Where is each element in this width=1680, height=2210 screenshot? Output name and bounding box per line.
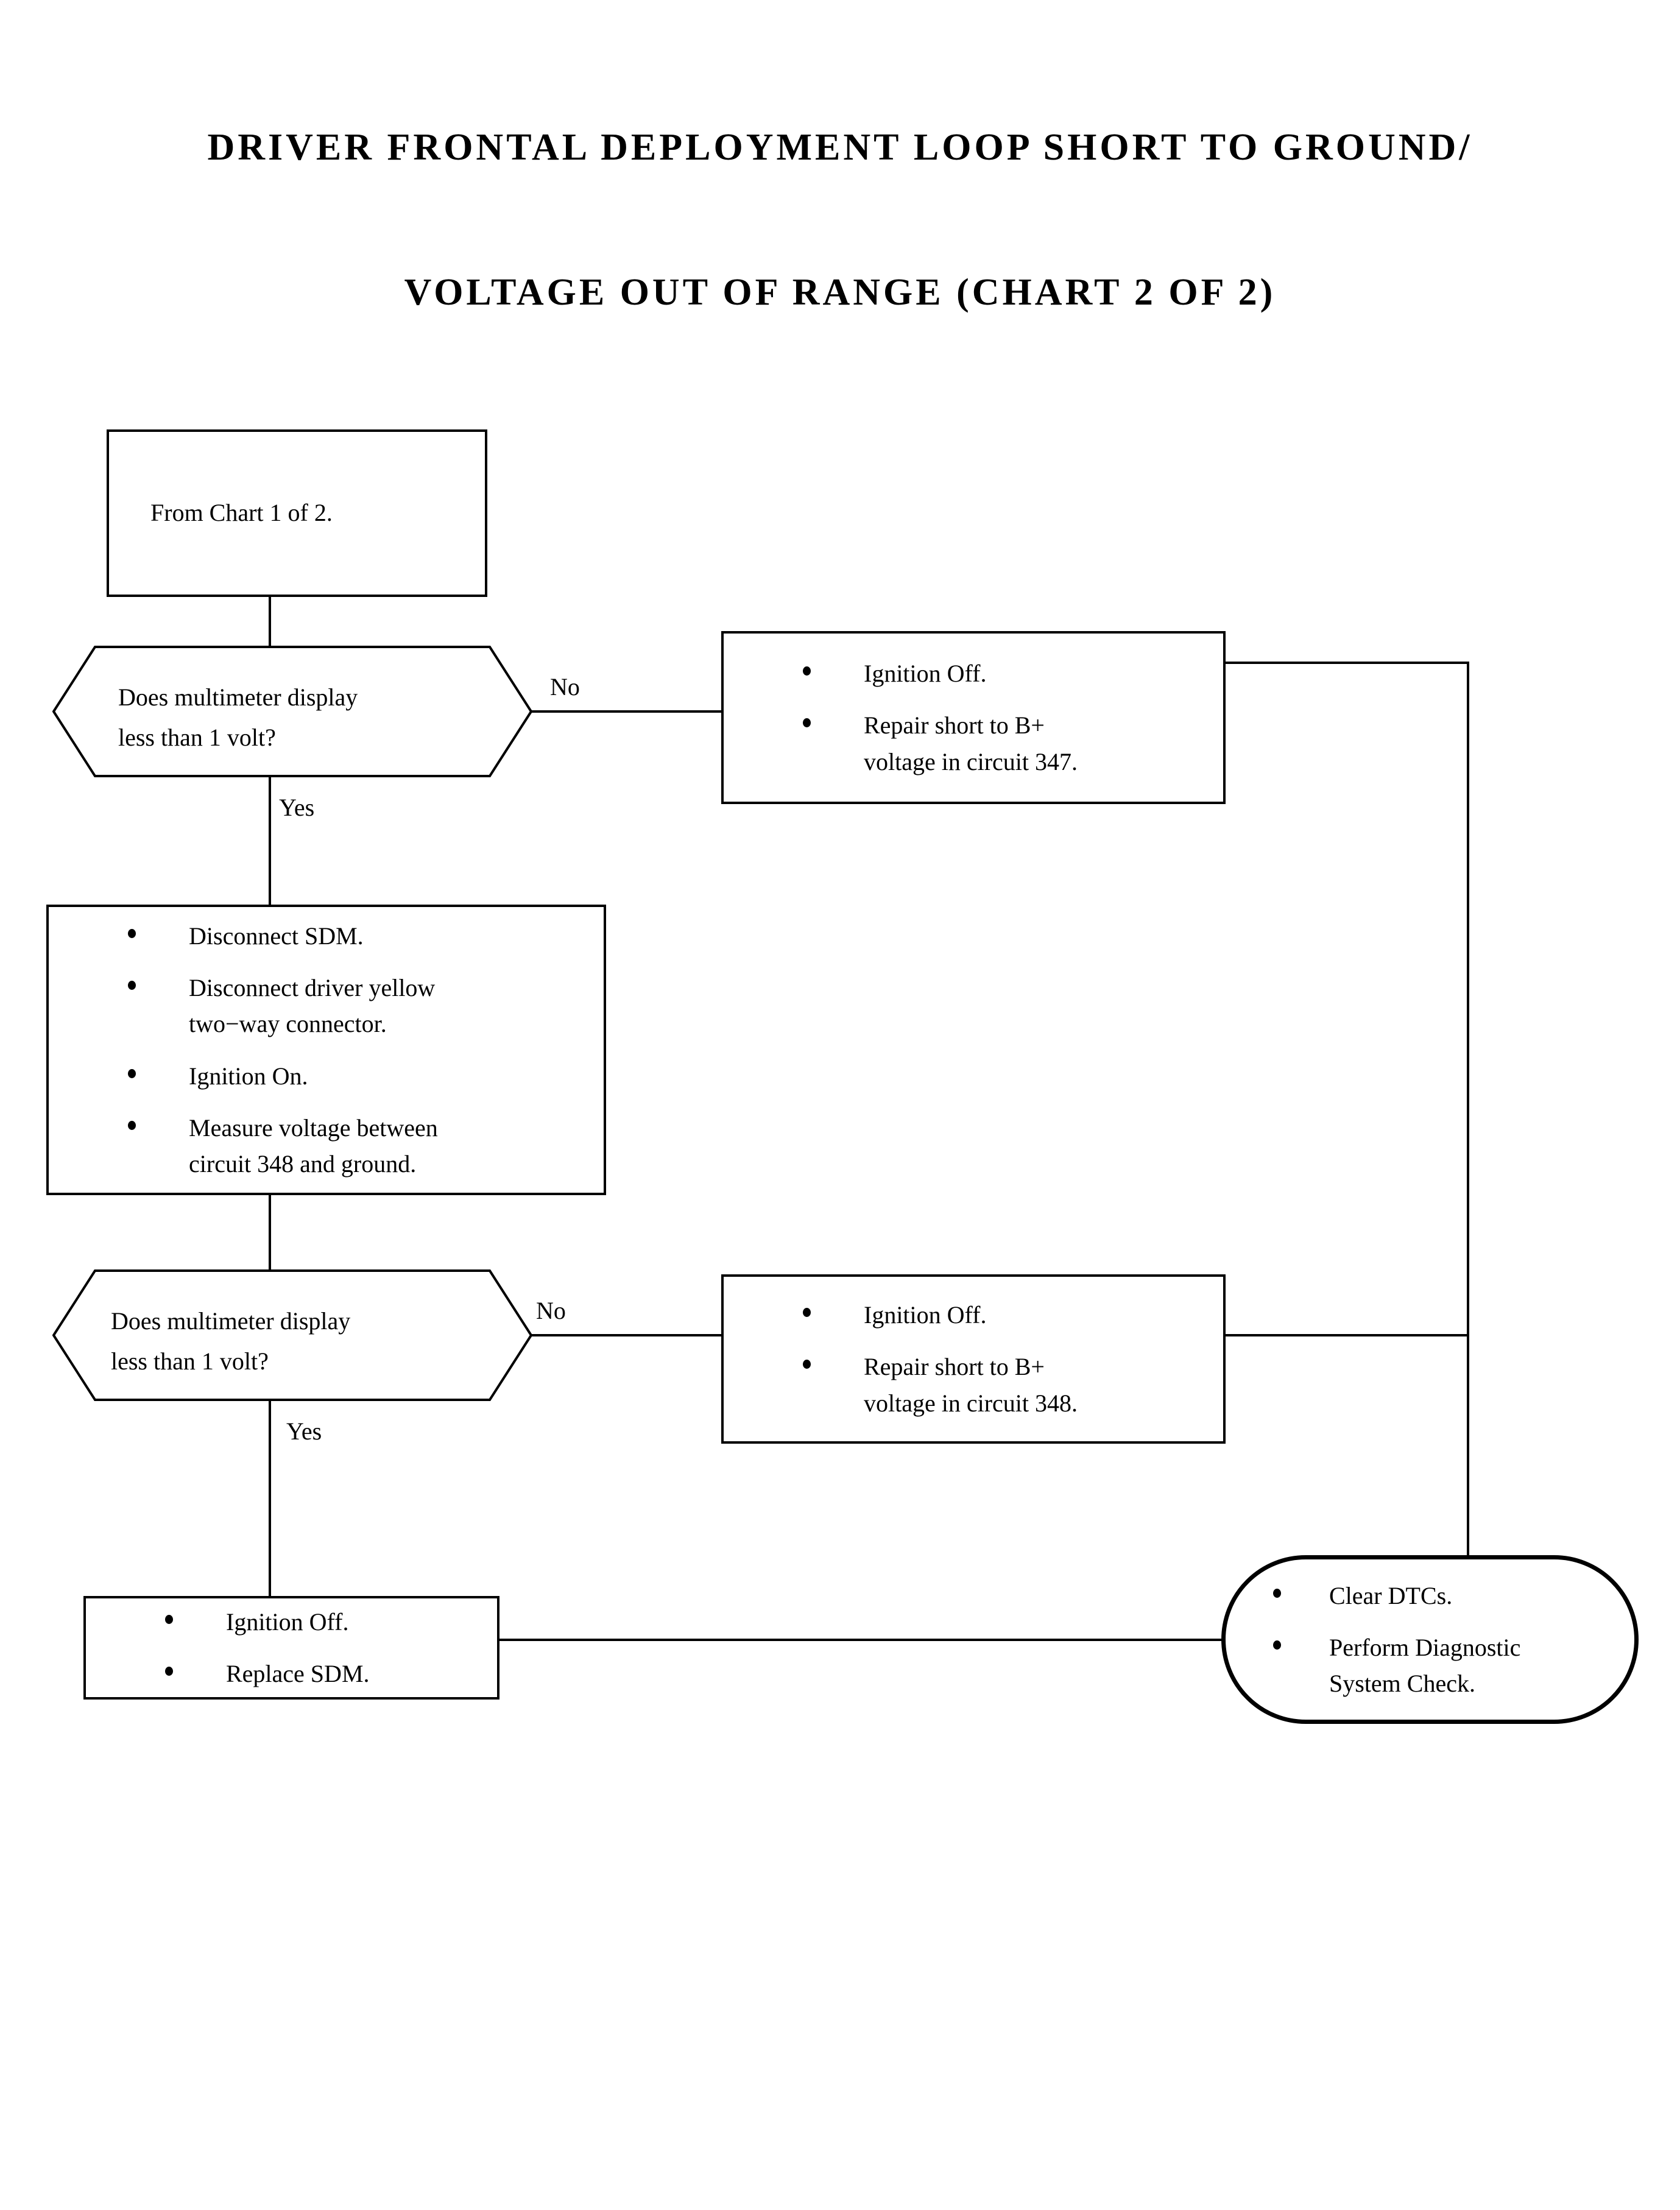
hexagon-shape: [52, 1269, 532, 1401]
node-decision-multimeter-1[interactable]: Does multimeter display less than 1 volt…: [52, 644, 532, 778]
connector-decision1-yes: [269, 775, 271, 906]
page-title: DRIVER FRONTAL DEPLOYMENT LOOP SHORT TO …: [0, 27, 1680, 414]
edge-label-decision1-yes: Yes: [279, 794, 315, 821]
bullet-dot-icon: [1273, 1640, 1281, 1650]
connector-decision2-yes: [269, 1400, 271, 1597]
bullet-dot-icon: [803, 718, 811, 728]
node-decision-multimeter-2[interactable]: Does multimeter display less than 1 volt…: [52, 1268, 532, 1402]
hexagon-shape: [52, 646, 532, 777]
bullet-dot-icon: [128, 981, 136, 990]
bullet-dot-icon: [1273, 1588, 1281, 1598]
list-item: Replace SDM.: [86, 1656, 497, 1692]
node-repair-circuit-347[interactable]: Ignition Off. Repair short to B+ voltage…: [721, 631, 1226, 804]
page-title-line-1: DRIVER FRONTAL DEPLOYMENT LOOP SHORT TO …: [207, 126, 1473, 168]
list-item: Repair short to B+ voltage in circuit 34…: [724, 1349, 1223, 1421]
edge-label-decision2-no: No: [536, 1297, 566, 1324]
list-item: Ignition On.: [49, 1058, 604, 1094]
decision1-line-2: less than 1 volt?: [118, 724, 276, 751]
node-from-chart-1[interactable]: From Chart 1 of 2.: [107, 429, 487, 597]
repair-348-bullet-list: Ignition Off. Repair short to B+ voltage…: [724, 1297, 1223, 1421]
list-item: Disconnect SDM.: [49, 918, 604, 954]
connector-start-to-decision1: [269, 597, 271, 647]
node-disconnect-and-measure-348[interactable]: Disconnect SDM. Disconnect driver yellow…: [46, 905, 606, 1195]
edge-label-decision2-yes: Yes: [286, 1417, 322, 1445]
list-item: Clear DTCs.: [1226, 1578, 1634, 1614]
connector-repair348-to-rail: [1223, 1334, 1469, 1336]
list-item: Perform Diagnostic System Check.: [1226, 1629, 1634, 1701]
node-clear-dtcs-and-system-check[interactable]: Clear DTCs. Perform Diagnostic System Ch…: [1221, 1555, 1639, 1724]
list-item: Repair short to B+ voltage in circuit 34…: [724, 707, 1223, 779]
node-repair-circuit-348[interactable]: Ignition Off. Repair short to B+ voltage…: [721, 1274, 1226, 1444]
node-replace-sdm[interactable]: Ignition Off. Replace SDM.: [83, 1596, 499, 1700]
measure-348-bullet-list: Disconnect SDM. Disconnect driver yellow…: [49, 918, 604, 1182]
bullet-dot-icon: [128, 1068, 136, 1078]
bullet-dot-icon: [803, 1360, 811, 1369]
node-from-chart-1-text: From Chart 1 of 2.: [150, 499, 333, 527]
connector-replacesdm-to-end: [499, 1639, 1224, 1641]
replace-sdm-bullet-list: Ignition Off. Replace SDM.: [86, 1604, 497, 1692]
end-check-bullet-list: Clear DTCs. Perform Diagnostic System Ch…: [1226, 1578, 1634, 1702]
bullet-dot-icon: [803, 666, 811, 676]
connector-measure348-to-decision2: [269, 1195, 271, 1272]
decision2-line-1: Does multimeter display: [111, 1307, 351, 1335]
bullet-dot-icon: [803, 1308, 811, 1318]
bullet-dot-icon: [165, 1667, 173, 1676]
connector-decision2-no: [528, 1334, 724, 1336]
connector-right-rail: [1467, 662, 1469, 1558]
decision1-line-1: Does multimeter display: [118, 683, 358, 711]
list-item: Disconnect driver yellow two−way connect…: [49, 970, 604, 1042]
bullet-dot-icon: [128, 1120, 136, 1130]
list-item: Measure voltage between circuit 348 and …: [49, 1110, 604, 1182]
bullet-dot-icon: [165, 1614, 173, 1624]
decision2-line-2: less than 1 volt?: [111, 1347, 269, 1375]
repair-347-bullet-list: Ignition Off. Repair short to B+ voltage…: [724, 655, 1223, 780]
bullet-dot-icon: [128, 928, 136, 938]
list-item: Ignition Off.: [86, 1604, 497, 1640]
page-title-line-2: VOLTAGE OUT OF RANGE (CHART 2 OF 2): [404, 271, 1276, 313]
node-decision-multimeter-1-label: Does multimeter display less than 1 volt…: [118, 677, 358, 758]
list-item: Ignition Off.: [724, 655, 1223, 691]
connector-repair347-to-rail: [1223, 662, 1469, 664]
list-item: Ignition Off.: [724, 1297, 1223, 1333]
connector-decision1-no: [528, 710, 724, 713]
node-decision-multimeter-2-label: Does multimeter display less than 1 volt…: [111, 1301, 350, 1382]
edge-label-decision1-no: No: [550, 673, 580, 701]
